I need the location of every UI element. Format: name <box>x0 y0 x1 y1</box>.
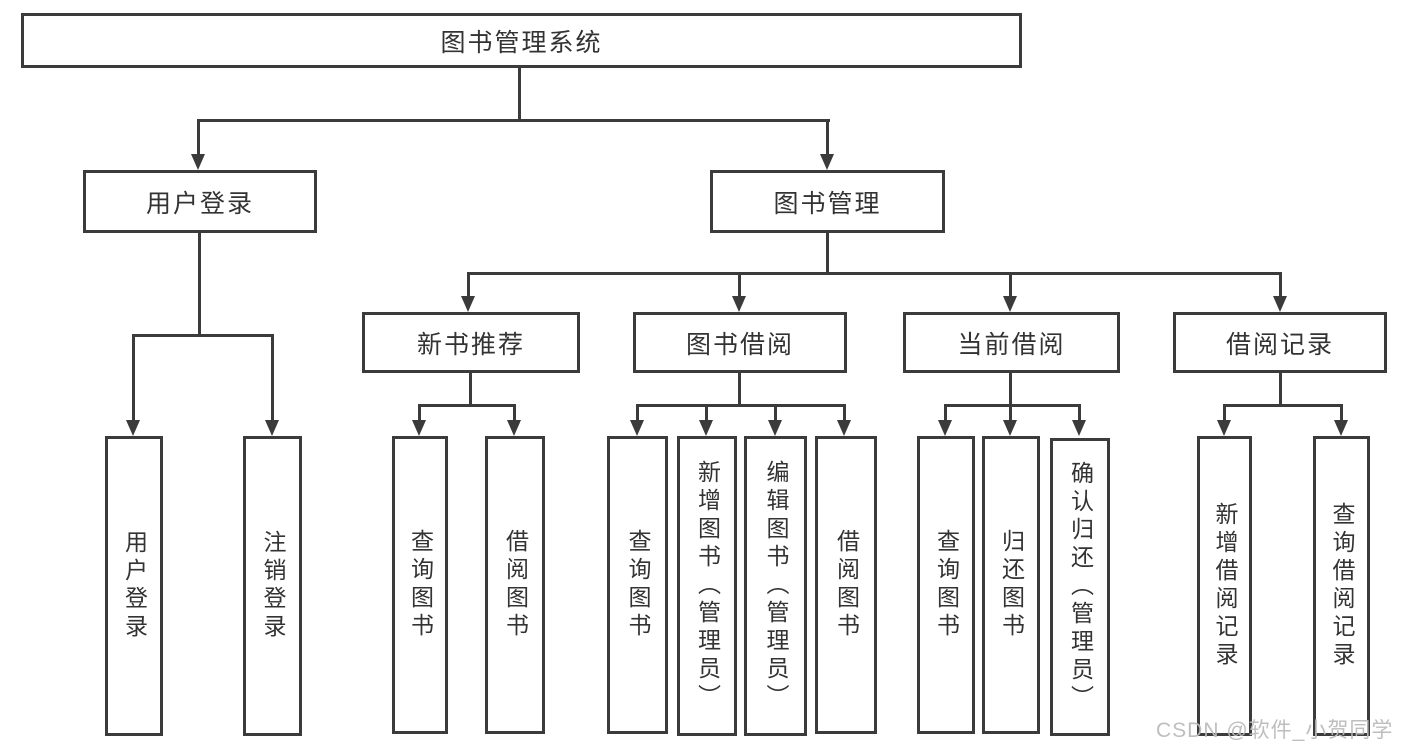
arrow-down-icon <box>126 420 140 436</box>
connector-drop <box>705 404 708 422</box>
arrow-down-icon <box>412 420 426 436</box>
connector-level3-rail <box>467 272 1282 275</box>
connector-userlogin-rail <box>132 334 274 337</box>
leaf-newbook-borrow-books: 借阅图书 <box>485 436 545 734</box>
leaf-current-return-books: 归还图书 <box>982 436 1040 734</box>
arrow-down-icon <box>837 420 851 436</box>
connector-drop <box>418 404 421 422</box>
leaf-records-query-record: 查询借阅记录 <box>1313 436 1370 736</box>
node-library-system: 图书管理系统 <box>21 13 1022 68</box>
arrow-down-icon <box>265 420 279 436</box>
node-label: 注销登录 <box>260 530 286 642</box>
node-label: 图书管理系统 <box>440 28 603 57</box>
connector-bookborrow-stem <box>738 373 741 406</box>
arrow-down-icon <box>507 420 521 436</box>
arrow-down-icon <box>630 420 644 436</box>
connector-records-stem <box>1279 373 1282 406</box>
node-label: 查询借阅记录 <box>1329 502 1355 670</box>
connector-level2-rail <box>197 119 830 122</box>
connector-currentborrow-stem <box>1009 373 1012 406</box>
node-label: 图书管理 <box>773 189 882 218</box>
leaf-current-query-books: 查询图书 <box>917 436 975 734</box>
connector-currentborrow-rail <box>944 404 1080 407</box>
leaf-borrow-edit-books-admin: 编辑图书（管理员） <box>744 436 807 736</box>
leaf-logout: 注销登录 <box>243 436 302 736</box>
node-label: 借阅图书 <box>833 529 860 641</box>
node-current-borrow: 当前借阅 <box>903 312 1120 373</box>
connector-drop <box>843 404 846 422</box>
leaf-borrow-borrow-books: 借阅图书 <box>815 436 877 734</box>
leaf-borrow-query-books: 查询图书 <box>607 436 668 734</box>
arrow-down-icon <box>768 420 782 436</box>
node-label: 编辑图书（管理员） <box>763 460 789 712</box>
node-label: 新书推荐 <box>416 330 525 359</box>
node-label: 归还图书 <box>998 529 1025 641</box>
leaf-user-login: 用户登录 <box>105 436 163 736</box>
node-label: 借阅图书 <box>502 529 529 641</box>
connector-userlogin-stem <box>198 233 201 336</box>
node-label: 查询图书 <box>407 529 434 641</box>
node-label: 图书借阅 <box>685 330 794 359</box>
connector-records-rail <box>1223 404 1342 407</box>
node-label: 查询图书 <box>625 529 651 641</box>
connector-drop <box>513 404 516 422</box>
arrow-down-icon <box>1273 296 1287 312</box>
node-label: 用户登录 <box>145 189 254 218</box>
connector-drop <box>1078 404 1081 422</box>
arrow-down-icon <box>1072 420 1086 436</box>
arrow-down-icon <box>461 296 475 312</box>
csdn-watermark: CSDN @软件_小贺同学 <box>1156 719 1394 742</box>
connector-drop <box>1009 404 1012 422</box>
connector-drop <box>774 404 777 422</box>
arrow-down-icon <box>1003 420 1017 436</box>
connector-drop <box>944 404 947 422</box>
connector-newbook-rail <box>418 404 516 407</box>
node-user-login: 用户登录 <box>83 170 317 233</box>
node-new-book-recommend: 新书推荐 <box>362 312 580 373</box>
node-book-borrow: 图书借阅 <box>633 312 847 373</box>
node-borrow-records: 借阅记录 <box>1173 312 1387 373</box>
node-label: 借阅记录 <box>1225 330 1334 359</box>
connector-drop <box>826 119 829 156</box>
connector-bookmgmt-stem <box>826 233 829 275</box>
connector-newbook-stem <box>469 373 472 406</box>
node-book-management: 图书管理 <box>710 170 945 233</box>
connector-drop <box>1279 272 1282 298</box>
leaf-borrow-add-books-admin: 新增图书（管理员） <box>677 436 737 736</box>
node-label: 查询图书 <box>933 529 960 641</box>
connector-drop <box>636 404 639 422</box>
connector-drop <box>271 334 274 422</box>
arrow-down-icon <box>1334 420 1348 436</box>
node-label: 确认归还（管理员） <box>1067 461 1094 713</box>
node-label: 用户登录 <box>121 530 148 642</box>
leaf-current-confirm-return-admin: 确认归还（管理员） <box>1050 438 1110 736</box>
node-label: 新增借阅记录 <box>1212 502 1238 670</box>
connector-drop <box>132 334 135 422</box>
connector-drop <box>467 272 470 298</box>
node-label: 当前借阅 <box>957 330 1066 359</box>
node-label: 新增图书（管理员） <box>694 460 721 712</box>
leaf-records-add-record: 新增借阅记录 <box>1197 436 1252 736</box>
leaf-newbook-query-books: 查询图书 <box>392 436 448 734</box>
connector-drop <box>1009 272 1012 298</box>
arrow-down-icon <box>820 154 834 170</box>
connector-bookborrow-rail <box>636 404 846 407</box>
arrow-down-icon <box>938 420 952 436</box>
arrow-down-icon <box>732 296 746 312</box>
arrow-down-icon <box>191 154 205 170</box>
connector-drop <box>738 272 741 298</box>
arrow-down-icon <box>699 420 713 436</box>
connector-drop <box>197 119 200 156</box>
connector-root-stem <box>518 68 521 120</box>
arrow-down-icon <box>1217 420 1231 436</box>
connector-drop <box>1223 404 1226 422</box>
arrow-down-icon <box>1003 296 1017 312</box>
connector-drop <box>1340 404 1343 422</box>
